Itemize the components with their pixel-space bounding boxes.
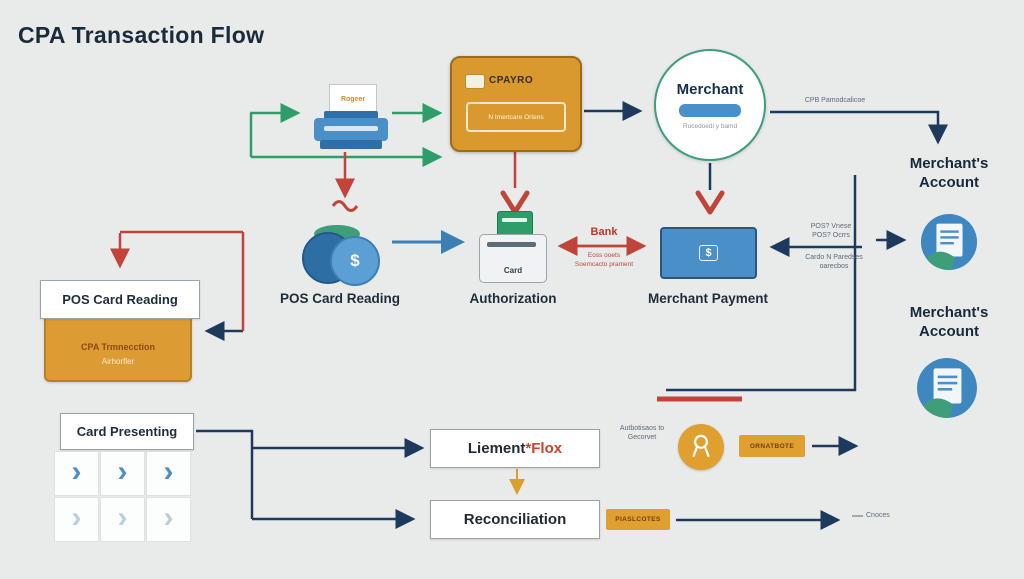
bank-subnote: Eoss ooets Soemcacto prament bbox=[566, 252, 642, 270]
cpb-note: CPB Pamodcalicoe bbox=[804, 97, 866, 104]
ribbon-badge-icon bbox=[678, 424, 724, 470]
liement-flox-box: Liement*Flox bbox=[430, 429, 600, 468]
merchant-subtitle: Rocedoedi y bamd bbox=[682, 122, 738, 130]
chevron-icon: › bbox=[146, 451, 191, 496]
pos-card-reading-box: POS Card Reading bbox=[40, 280, 200, 319]
payment-card: CPAYRO N Imertcare Ortens bbox=[450, 56, 582, 152]
authorization-label: Authorization bbox=[469, 291, 557, 306]
cpa-authorizer-line2: Airhorfler bbox=[101, 357, 135, 366]
merchant-account-label-mid: Merchant's Account bbox=[903, 304, 995, 342]
card-chip-icon bbox=[465, 74, 485, 89]
terminal-base bbox=[320, 140, 382, 149]
reader-body: Card bbox=[479, 234, 547, 283]
merchant-account-top-line1: Merchant's bbox=[909, 155, 989, 172]
reader-card-label: Card bbox=[503, 266, 523, 275]
merchant-account-mid-line2: Account bbox=[919, 322, 979, 340]
authbot-note: Autbotisaos to Gecorvet bbox=[606, 424, 678, 443]
coin-light: $ bbox=[330, 236, 380, 286]
chevron-grid: › › › › › › bbox=[54, 451, 191, 542]
merchant-title: Merchant bbox=[676, 80, 744, 98]
account-document-icon-2 bbox=[916, 357, 978, 419]
pos-note-lower-line1: Cardo N Paredses bbox=[805, 254, 863, 261]
pos-note-lower: Cardo N Paredses oarecbos bbox=[795, 253, 873, 272]
merchant-node: Merchant Rocedoedi y bamd bbox=[654, 49, 766, 161]
card-reader-icon: Card bbox=[479, 211, 547, 283]
terminal-screen-text: Rogeer bbox=[340, 95, 366, 103]
chevron-icon: › bbox=[54, 451, 99, 496]
coin-dollar-symbol: $ bbox=[350, 251, 360, 270]
coins-icon: $ bbox=[302, 225, 382, 287]
merchant-account-top-line2: Account bbox=[919, 173, 979, 191]
payment-dollar-symbol: $ bbox=[699, 245, 718, 261]
cpa-authorizer-line1: CPA Trmnecction bbox=[80, 342, 155, 352]
gold-badge-1: ORNATBOTE bbox=[739, 435, 805, 457]
bank-subnote-line2: Soemcacto prament bbox=[574, 260, 634, 268]
chevron-icon: › bbox=[100, 451, 145, 496]
merchant-account-mid-line1: Merchant's bbox=[909, 304, 989, 321]
card-name: CPAYRO bbox=[489, 75, 534, 86]
gold-badge-2: PIASLCOTES bbox=[606, 509, 670, 530]
card-note: N Imertcare Ortens bbox=[466, 102, 566, 132]
reconciliation-box: Reconciliation bbox=[430, 500, 600, 539]
pos-note-upper-line1: POS? Vnese bbox=[810, 223, 852, 230]
merchant-account-label-top: Merchant's Account bbox=[903, 155, 995, 193]
terminal-screen: Rogeer bbox=[329, 84, 377, 114]
pos-card-reading-label: POS Card Reading bbox=[279, 291, 401, 306]
merchant-payment-node: $ bbox=[660, 227, 757, 279]
merchant-payment-label: Merchant Payment bbox=[647, 291, 769, 306]
terminal-body bbox=[314, 118, 388, 141]
authbot-note-line1: Autbotisaos to bbox=[619, 425, 665, 432]
navy-flow-lines bbox=[196, 101, 948, 530]
pos-terminal-icon: Rogeer bbox=[314, 84, 388, 150]
pos-note-upper: POS? Vnese POS? Ocrrs bbox=[792, 222, 870, 241]
account-document-icon bbox=[920, 213, 978, 271]
reader-card-stripe bbox=[502, 218, 527, 222]
authbot-note-line2: Gecorvet bbox=[627, 434, 657, 442]
bank-label: Bank bbox=[590, 226, 618, 238]
pos-note-upper-line2: POS? Ocrrs bbox=[812, 232, 850, 240]
red-flow-lines bbox=[110, 150, 742, 402]
cnoces-note: Cnoces bbox=[866, 512, 890, 519]
chevron-icon-faded: › bbox=[146, 497, 191, 542]
card-presenting-box: Card Presenting bbox=[60, 413, 194, 450]
pos-note-lower-line2: oarecbos bbox=[819, 263, 849, 271]
chevron-icon-faded: › bbox=[54, 497, 99, 542]
merchant-bar bbox=[679, 103, 741, 117]
page-title: CPA Transaction Flow bbox=[18, 22, 265, 48]
reader-slot bbox=[487, 242, 536, 247]
chevron-icon-faded: › bbox=[100, 497, 145, 542]
bank-subnote-line1: Eoss ooets bbox=[587, 252, 621, 259]
terminal-tray bbox=[324, 111, 378, 119]
liement-accent-text: *Flox bbox=[525, 440, 563, 457]
liement-text: Liement bbox=[467, 440, 526, 457]
terminal-slot bbox=[324, 126, 378, 131]
